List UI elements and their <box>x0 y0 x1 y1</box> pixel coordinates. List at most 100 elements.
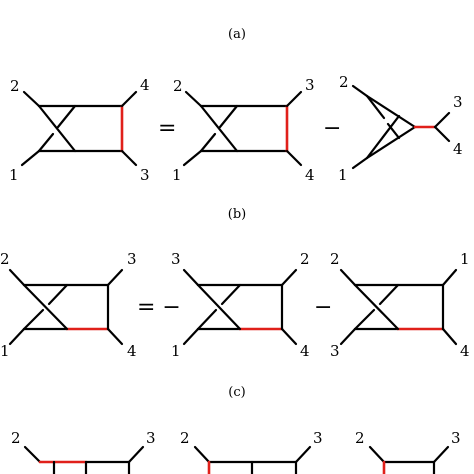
operator-equals-minus: = − <box>137 295 181 320</box>
edge-cross-2 <box>56 104 77 129</box>
edge-cross-2b <box>199 132 217 153</box>
edge-cross-2b <box>196 308 218 331</box>
leg-top-left <box>182 268 200 287</box>
leg-bottom-right <box>120 149 138 167</box>
row-b: 2 1 3 4 = − 3 1 2 4 − <box>0 250 470 360</box>
edge-cross-2b <box>37 132 55 153</box>
label-bl: 1 <box>9 166 19 184</box>
label-tr: 3 <box>305 76 315 94</box>
edge-cross-1 <box>37 104 77 153</box>
label-tl: 3 <box>171 250 181 268</box>
diagram-c1: 2 3 <box>11 429 156 474</box>
edge-cross-1b <box>386 122 401 140</box>
caption-a: (a) <box>228 27 246 42</box>
leg-bottom-left <box>8 327 26 346</box>
label-tl: 2 <box>173 77 183 95</box>
edge-cross-2 <box>220 283 242 306</box>
label-tl: 2 <box>330 250 340 268</box>
edge-cross-2 <box>47 283 69 306</box>
leg-top-right <box>433 111 451 129</box>
leg-top-right <box>127 445 145 464</box>
label-tr: 3 <box>451 429 461 447</box>
edge-cross-1 <box>22 283 69 331</box>
leg-top-right <box>432 445 450 464</box>
label-tl: 2 <box>180 429 190 447</box>
leg-top-left <box>193 445 211 464</box>
label-br: 4 <box>127 342 137 360</box>
leg-bottom-right <box>106 327 124 346</box>
diagram-a3: 2 1 3 4 <box>338 73 463 184</box>
label-tl: 2 <box>339 73 349 91</box>
leg-top-left <box>351 84 369 98</box>
label-bl: 1 <box>172 166 182 184</box>
edge-cross-1 <box>199 104 239 153</box>
leg-bottom-left <box>20 149 41 167</box>
label-br: 4 <box>300 342 310 360</box>
leg-bottom-right <box>433 125 451 143</box>
label-tr: 2 <box>300 250 310 268</box>
leg-top-right <box>120 90 138 108</box>
leg-bottom-left <box>182 149 203 167</box>
leg-top-left <box>184 90 203 108</box>
leg-bottom-right <box>285 149 303 167</box>
leg-bottom-left <box>339 327 357 346</box>
edge-upper <box>365 94 417 129</box>
diagram-b1: 2 1 3 4 <box>0 250 137 360</box>
leg-bottom-right <box>441 327 458 346</box>
label-bl: 1 <box>0 342 10 360</box>
leg-bottom-left <box>351 156 369 170</box>
label-tl: 2 <box>355 429 365 447</box>
leg-top-left <box>23 445 42 464</box>
leg-top-left <box>22 90 41 108</box>
operator-minus: − <box>314 295 332 320</box>
edge-cross-1a <box>365 94 386 120</box>
label-tl: 2 <box>0 250 10 268</box>
label-bl: 1 <box>171 342 181 360</box>
label-tr: 1 <box>460 250 470 268</box>
label-bl: 1 <box>338 166 348 184</box>
leg-top-left <box>368 445 386 464</box>
diagram-c2: 2 3 <box>180 429 323 474</box>
label-bl: 3 <box>330 342 340 360</box>
diagram-c3: 2 3 <box>355 429 461 474</box>
leg-top-right <box>280 268 298 287</box>
edge-cross-2 <box>378 283 400 306</box>
edge-cross-2 <box>365 114 401 160</box>
label-tr: 3 <box>453 93 463 111</box>
row-a: 2 1 4 3 = 2 1 3 4 − <box>9 73 463 184</box>
row-c: 2 3 2 3 2 3 <box>11 429 461 474</box>
label-tr: 3 <box>313 429 323 447</box>
label-tr: 3 <box>146 429 156 447</box>
label-br: 4 <box>460 342 470 360</box>
edge-cross-2 <box>218 104 239 129</box>
label-br: 3 <box>140 166 150 184</box>
caption-b: (b) <box>228 207 246 222</box>
label-tl: 2 <box>10 77 20 95</box>
edge-cross-1 <box>196 283 242 331</box>
edge-lower <box>365 125 417 160</box>
edge-cross-2b <box>22 308 45 331</box>
label-br: 4 <box>453 140 463 158</box>
label-tr: 3 <box>127 250 137 268</box>
leg-top-right <box>285 90 303 108</box>
caption-c: (c) <box>228 385 245 400</box>
label-tr: 4 <box>140 76 150 94</box>
label-br: 4 <box>305 166 315 184</box>
leg-top-right <box>106 268 124 287</box>
diagram-a2: 2 1 3 4 <box>172 76 315 184</box>
operator-equals: = <box>158 116 176 141</box>
label-tl: 2 <box>11 429 21 447</box>
diagram-b3: 2 3 1 4 <box>330 250 470 360</box>
edge-cross-2b <box>353 308 376 331</box>
diagram-b2: 3 1 2 4 <box>171 250 310 360</box>
edge-cross-1 <box>353 283 400 331</box>
diagram-a1: 2 1 4 3 <box>9 76 150 184</box>
leg-bottom-left <box>182 327 200 346</box>
operator-minus: − <box>323 116 341 141</box>
leg-top-right <box>294 445 312 464</box>
leg-top-left <box>8 268 26 287</box>
leg-top-right <box>441 268 458 287</box>
leg-bottom-right <box>280 327 298 346</box>
leg-top-left <box>339 268 357 287</box>
